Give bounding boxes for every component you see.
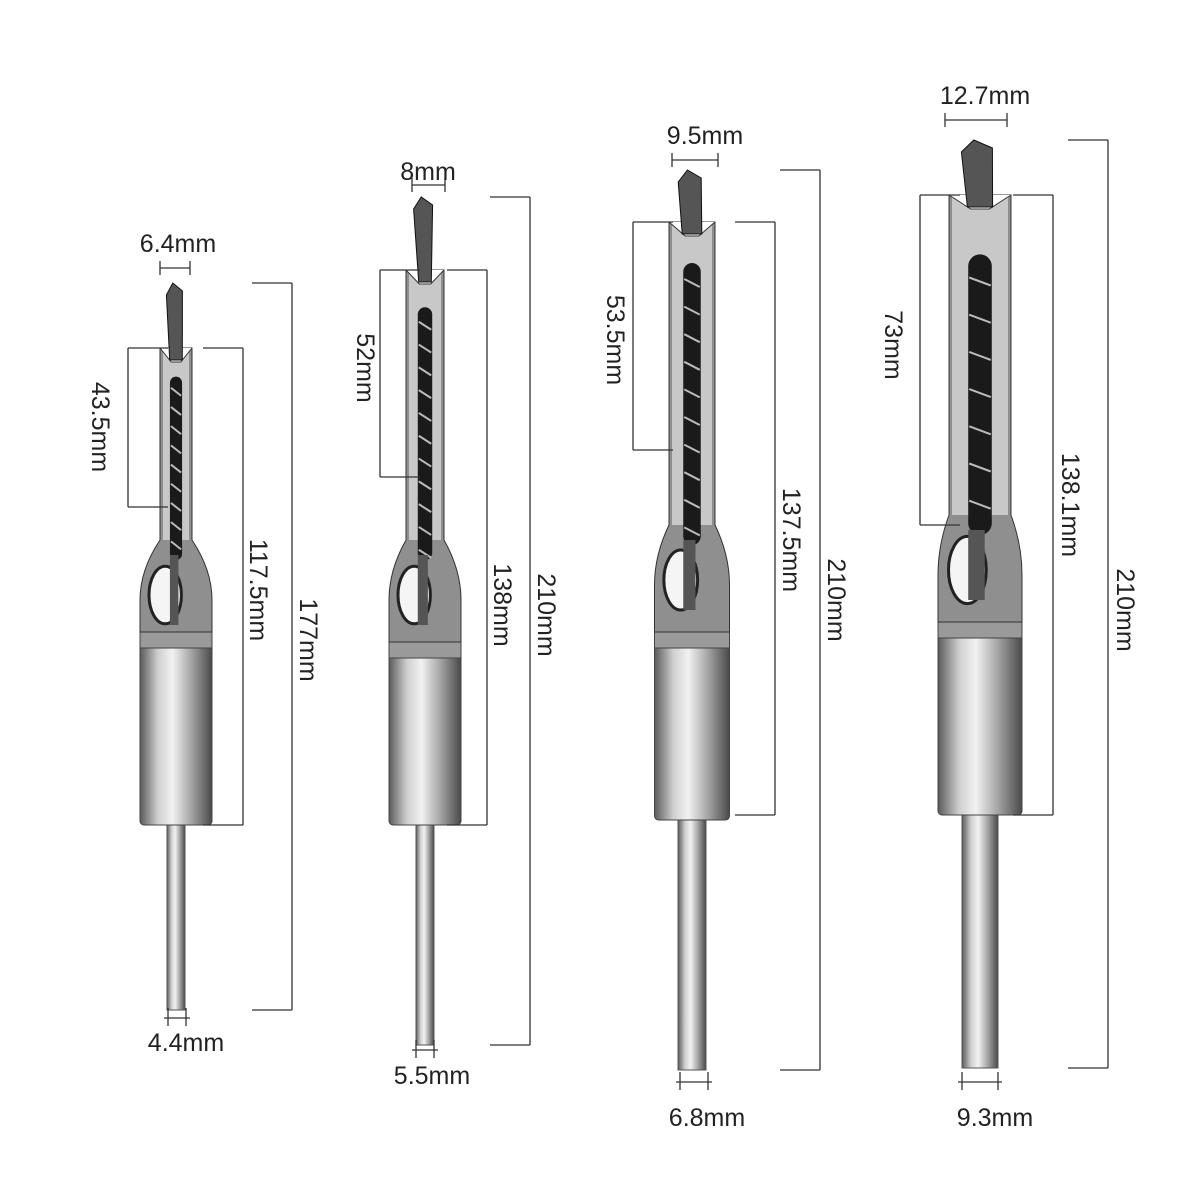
bit-2-auger-flute: [418, 434, 432, 445]
bit-2-body: [388, 649, 462, 826]
bit-4-auger-flute: [968, 313, 992, 324]
bit-3-auger-shaft: [683, 540, 696, 610]
bit-1-auger-flute: [170, 482, 182, 493]
bit-2-auger-flute: [418, 343, 432, 354]
bit-3-dimensions: [632, 153, 821, 1090]
bit-3-auger-flute: [683, 388, 701, 399]
bit-2-drawing: [388, 196, 462, 1046]
bit-2-collar: [388, 641, 462, 659]
bit-1-total-length-label: 177mm: [294, 598, 322, 681]
bit-1-flute-length-label: 43.5mm: [86, 382, 114, 472]
bit-3-collar: [654, 631, 730, 649]
bit-3-shank: [677, 819, 707, 1071]
bit-3-body: [654, 639, 730, 821]
bit-4-auger-flute: [968, 462, 992, 473]
bit-1-auger-flute: [170, 463, 182, 474]
bit-2-chisel-length-label: 138mm: [488, 563, 516, 646]
bit-1-body: [139, 639, 213, 826]
bit-2-auger-flute: [418, 389, 432, 399]
bit-1-auger-flute: [170, 406, 182, 416]
bit-1-auger-flute: [170, 386, 182, 397]
bit-2-total-length-label: 210mm: [532, 573, 560, 656]
bit-2-drill-tip: [413, 196, 434, 283]
bit-2-auger-flute: [418, 457, 432, 468]
bit-4-auger-flute: [968, 276, 992, 287]
bit-4-total-length-label: 210mm: [1111, 568, 1139, 651]
bit-2-dimensions: [379, 178, 531, 1058]
bit-4-auger-flute: [968, 388, 992, 399]
bit-2-auger-flute: [418, 526, 432, 536]
bit-1-auger-flute: [170, 502, 182, 512]
bit-3-auger-flute: [683, 360, 701, 371]
bit-3-shank-diameter-label: 6.8mm: [669, 1104, 745, 1132]
bit-3-auger-flute: [683, 498, 701, 509]
bit-1-auger-shaft: [169, 555, 179, 625]
bit-1-shank-diameter-label: 4.4mm: [148, 1029, 224, 1057]
bit-4-auger-flute: [968, 499, 992, 510]
bit-4-tip-width-label: 12.7mm: [940, 82, 1030, 110]
bit-2-tip-width-label: 8mm: [400, 158, 456, 186]
bit-4-shank: [961, 814, 999, 1069]
bit-4-slot: [968, 254, 992, 535]
bit-3-drill-tip: [677, 169, 703, 235]
bit-4-dimensions: [919, 113, 1109, 1090]
bit-4-chisel-length-label: 138.1mm: [1056, 453, 1084, 557]
bit-2-slot: [417, 307, 433, 560]
bit-1-shank: [166, 824, 186, 1011]
bit-1-dimensions: [127, 261, 293, 1026]
bit-1-chisel-length-label: 117.5mm: [244, 539, 272, 641]
bit-4-auger-flute: [968, 350, 992, 361]
bit-2-auger-flute: [418, 412, 432, 422]
bit-3-auger-flute: [683, 526, 701, 537]
bit-2-auger-flute: [418, 366, 432, 377]
bit-4-drawing: [937, 139, 1023, 1069]
bit-3-total-length-label: 210mm: [822, 558, 850, 641]
bit-4-auger-flute: [968, 425, 992, 436]
bit-2-auger-shaft: [417, 555, 428, 625]
bit-1-drawing: [139, 282, 213, 1011]
bit-1-auger-flute: [170, 521, 182, 531]
bit-2-auger-flute: [418, 503, 432, 513]
bit-1-auger-flute: [170, 444, 182, 455]
bit-3-chisel-length-label: 137.5mm: [777, 488, 805, 592]
bit-3-auger-flute: [683, 416, 701, 426]
bit-3-auger-flute: [683, 443, 701, 454]
bit-3-flute-length-label: 53.5mm: [601, 295, 629, 385]
bit-1-tip-width-label: 6.4mm: [140, 230, 216, 258]
bit-3-tip-width-label: 9.5mm: [667, 122, 743, 150]
bit-1-drill-tip: [165, 282, 183, 361]
bit-1-collar: [139, 631, 213, 649]
bit-4-body: [937, 629, 1023, 816]
bit-3-auger-flute: [683, 278, 701, 288]
bit-2-shank: [415, 824, 435, 1046]
bit-1-auger-flute: [170, 540, 182, 551]
bit-4-collar: [937, 621, 1023, 639]
bit-4-auger-shaft: [968, 530, 985, 600]
bit-1-auger-flute: [170, 425, 182, 435]
bit-2-auger-flute: [418, 480, 432, 491]
bit-4-flute-length-label: 73mm: [879, 310, 907, 379]
bit-2-auger-flute: [418, 548, 432, 559]
bit-2-shank-diameter-label: 5.5mm: [394, 1062, 470, 1090]
bit-3-auger-flute: [683, 471, 701, 482]
bit-4-shank-diameter-label: 9.3mm: [957, 1104, 1033, 1132]
bit-3-auger-flute: [683, 333, 701, 344]
bit-2-flute-length-label: 52mm: [351, 333, 379, 402]
bit-2-auger-flute: [418, 320, 432, 331]
bit-3-auger-flute: [683, 305, 701, 316]
bit-4-drill-tip: [960, 139, 994, 208]
bit-3-drawing: [654, 169, 730, 1071]
